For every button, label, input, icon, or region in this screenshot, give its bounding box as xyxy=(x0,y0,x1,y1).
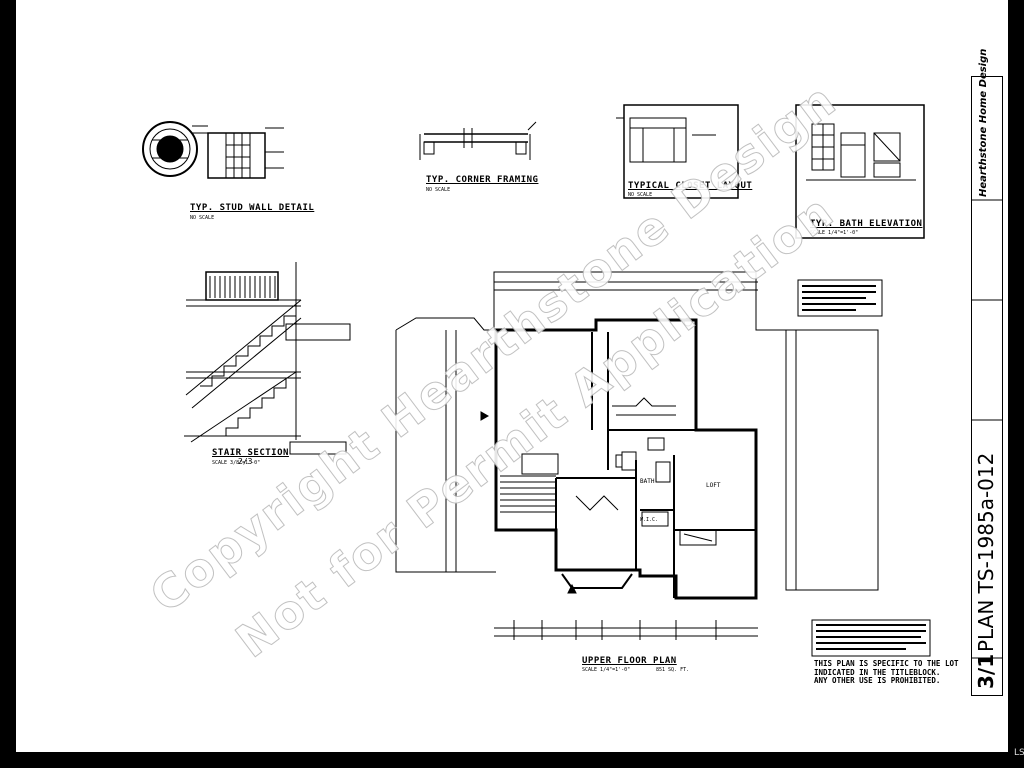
room-label-bath: BATH xyxy=(640,478,655,485)
closet-layout-scale: NO SCALE xyxy=(628,192,653,198)
upper-floor-plan-area: 851 SQ. FT. xyxy=(656,667,690,673)
stud-wall-scale: NO SCALE xyxy=(190,215,215,221)
bath-elevation-scale: SCALE 1/4"=1'-0" xyxy=(810,230,859,236)
drawing-sheet: TYP. STUD WALL DETAIL NO SCALE TYP. CORN… xyxy=(16,0,1008,752)
bath-elevation-title: TYP. BATH ELEVATION xyxy=(810,219,923,229)
sheet-number: 3/1 xyxy=(974,653,998,689)
corner-framing-title: TYP. CORNER FRAMING xyxy=(426,175,539,185)
bath-elevation-detail xyxy=(795,104,925,239)
stair-section-title: STAIR SECTION xyxy=(212,448,289,458)
stair-section-detail xyxy=(184,262,351,455)
upper-floor-plan xyxy=(395,271,879,640)
plan-note-box xyxy=(811,619,931,657)
usage-notice-line: THIS PLAN IS SPECIFIC TO THE LOT xyxy=(814,659,959,668)
corner-framing-detail xyxy=(419,121,537,160)
closet-layout-detail xyxy=(616,104,739,199)
usage-notice-line: INDICATED IN THE TITLEBLOCK. xyxy=(814,667,941,677)
stud-wall-title: TYP. STUD WALL DETAIL xyxy=(190,203,315,213)
title-block: Hearthstone Home Design PLAN TS-1985a-01… xyxy=(971,49,1003,696)
corner-framing-scale: NO SCALE xyxy=(426,187,451,193)
general-note-box xyxy=(797,279,883,317)
stair-section-scale: SCALE 3/8"=1'-0" xyxy=(212,460,261,466)
stud-wall-detail xyxy=(142,121,284,179)
room-label-wic: W.I.C. xyxy=(640,517,659,523)
corner-mark: LS xyxy=(1014,748,1024,758)
drawing-linework xyxy=(142,104,1002,659)
upper-floor-plan-scale: SCALE 1/4"=1'-0" xyxy=(582,667,631,673)
company-name: Hearthstone Home Design xyxy=(978,48,989,197)
usage-notice-line: ANY OTHER USE IS PROHIBITED. xyxy=(814,676,941,685)
stair-section-sheet-ref: 2/3 xyxy=(238,457,253,466)
room-label-loft: LOFT xyxy=(706,482,721,489)
usage-notice: THIS PLAN IS SPECIFIC TO THE LOT INDICAT… xyxy=(814,659,959,686)
upper-floor-plan-title: UPPER FLOOR PLAN xyxy=(582,656,677,666)
plan-number: PLAN TS-1985a-012 xyxy=(974,452,998,652)
note-text-lines xyxy=(802,285,926,650)
closet-layout-title: TYPICAL CLOSET LAYOUT xyxy=(628,181,753,191)
